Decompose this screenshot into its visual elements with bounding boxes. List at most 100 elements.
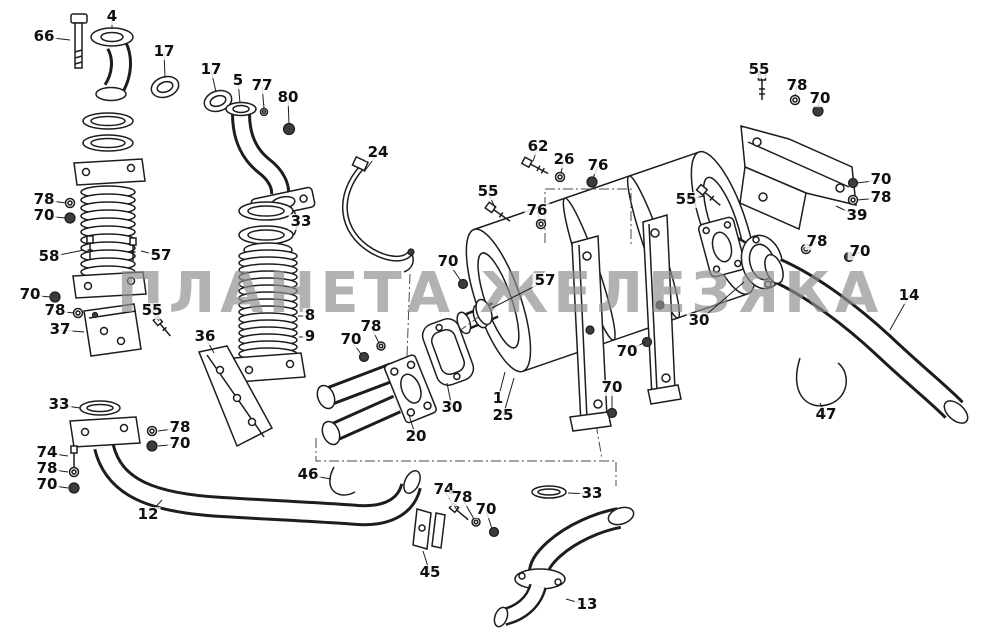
callout-70: 70 bbox=[167, 434, 193, 453]
gasket-33-rear bbox=[531, 485, 567, 499]
callout-55: 55 bbox=[475, 182, 501, 201]
clamp-45 bbox=[412, 508, 446, 550]
callout-66: 66 bbox=[31, 27, 57, 46]
hook-46 bbox=[329, 466, 356, 496]
callout-70: 70 bbox=[473, 500, 499, 519]
callout-70: 70 bbox=[17, 285, 43, 304]
callout-78: 78 bbox=[31, 190, 57, 209]
clamp-strap-24 bbox=[341, 155, 415, 273]
washer-76-front bbox=[535, 218, 547, 230]
washer-78-front2 bbox=[146, 425, 158, 437]
callout-12: 12 bbox=[135, 505, 161, 524]
callout-78: 78 bbox=[804, 232, 830, 251]
callout-4: 4 bbox=[104, 7, 120, 26]
callout-76: 76 bbox=[524, 201, 550, 220]
callout-26: 26 bbox=[551, 150, 577, 169]
callout-13: 13 bbox=[574, 595, 600, 614]
bolt-55-muffler-top bbox=[695, 183, 721, 206]
callout-62: 62 bbox=[525, 137, 551, 156]
bolt-74-front bbox=[70, 445, 78, 468]
callout-1: 1 bbox=[490, 389, 506, 408]
callout-55: 55 bbox=[673, 190, 699, 209]
washer-78-bracket37 bbox=[72, 307, 84, 319]
callout-70: 70 bbox=[847, 242, 873, 261]
callout-76: 76 bbox=[585, 156, 611, 175]
callout-70: 70 bbox=[599, 378, 625, 397]
callout-78: 78 bbox=[449, 488, 475, 507]
callout-78: 78 bbox=[167, 418, 193, 437]
callout-55: 55 bbox=[746, 60, 772, 79]
sealing-ring-17a bbox=[150, 75, 180, 99]
washer-26 bbox=[554, 171, 566, 183]
bracket-37 bbox=[83, 303, 142, 357]
gasket-30-inlet bbox=[421, 318, 475, 386]
bracket-39 bbox=[739, 124, 857, 231]
bellows-center bbox=[233, 242, 306, 383]
callout-77: 77 bbox=[249, 76, 275, 95]
callout-17: 17 bbox=[151, 42, 177, 61]
washer-78-adapter bbox=[376, 341, 386, 351]
washer-78-left bbox=[64, 197, 76, 209]
clamp-ring-57 bbox=[475, 298, 493, 326]
bolt-66 bbox=[70, 13, 88, 69]
callout-78: 78 bbox=[358, 317, 384, 336]
nut-70-muffler-inlet bbox=[457, 278, 469, 290]
nut-70-front bbox=[68, 482, 80, 494]
bolt-57-left bbox=[129, 237, 137, 261]
callout-78: 78 bbox=[34, 459, 60, 478]
nut-76-rear bbox=[586, 176, 598, 188]
callout-45: 45 bbox=[417, 563, 443, 582]
callout-70: 70 bbox=[868, 170, 894, 189]
nut-70-hanger-mid bbox=[641, 336, 653, 348]
callout-70: 70 bbox=[34, 475, 60, 494]
tail-pipe-14 bbox=[764, 253, 969, 424]
gasket-33-front bbox=[79, 400, 121, 416]
callout-58: 58 bbox=[36, 247, 62, 266]
callout-80: 80 bbox=[275, 88, 301, 107]
nut-70-front2 bbox=[146, 440, 158, 452]
callout-55: 55 bbox=[139, 301, 165, 320]
callout-70: 70 bbox=[807, 89, 833, 108]
callout-70: 70 bbox=[435, 252, 461, 271]
bolt-55-front-hanger bbox=[484, 201, 511, 222]
callout-57: 57 bbox=[148, 246, 174, 265]
muffler-hanger-bracket-front bbox=[569, 235, 612, 432]
outlet-flange bbox=[697, 216, 747, 278]
front-pipe-12 bbox=[69, 416, 422, 527]
callout-9: 9 bbox=[302, 327, 318, 346]
hook-47 bbox=[795, 357, 847, 407]
callout-70: 70 bbox=[614, 342, 640, 361]
callout-20: 20 bbox=[403, 427, 429, 446]
callout-24: 24 bbox=[365, 143, 391, 162]
elbow-pipe-4 bbox=[90, 27, 134, 102]
callout-30: 30 bbox=[686, 311, 712, 330]
callout-46: 46 bbox=[295, 465, 321, 484]
callout-70: 70 bbox=[31, 206, 57, 225]
callout-17: 17 bbox=[198, 60, 224, 79]
callout-36: 36 bbox=[192, 327, 218, 346]
bolt-62 bbox=[520, 156, 549, 175]
nut-70-mid bbox=[488, 526, 500, 538]
muffler-hanger-bracket-rear bbox=[642, 214, 682, 405]
twin-pipe-adapter-20 bbox=[316, 354, 437, 446]
sealing-ring-17b bbox=[203, 89, 233, 113]
callout-14: 14 bbox=[896, 286, 922, 305]
washer-78-front bbox=[68, 466, 80, 478]
washer-78-mid bbox=[471, 517, 481, 527]
callout-47: 47 bbox=[813, 405, 839, 424]
callout-70: 70 bbox=[338, 330, 364, 349]
callout-5: 5 bbox=[230, 71, 246, 90]
callout-33: 33 bbox=[46, 395, 72, 414]
callout-37: 37 bbox=[47, 320, 73, 339]
callout-30: 30 bbox=[439, 398, 465, 417]
callout-78: 78 bbox=[868, 188, 894, 207]
rear-pipe-13 bbox=[493, 506, 635, 628]
callout-25: 25 bbox=[490, 406, 516, 425]
callout-74: 74 bbox=[34, 443, 60, 462]
callout-33: 33 bbox=[579, 484, 605, 503]
callout-33: 33 bbox=[288, 212, 314, 231]
callout-39: 39 bbox=[844, 206, 870, 225]
nut-70-adapter bbox=[358, 351, 370, 363]
